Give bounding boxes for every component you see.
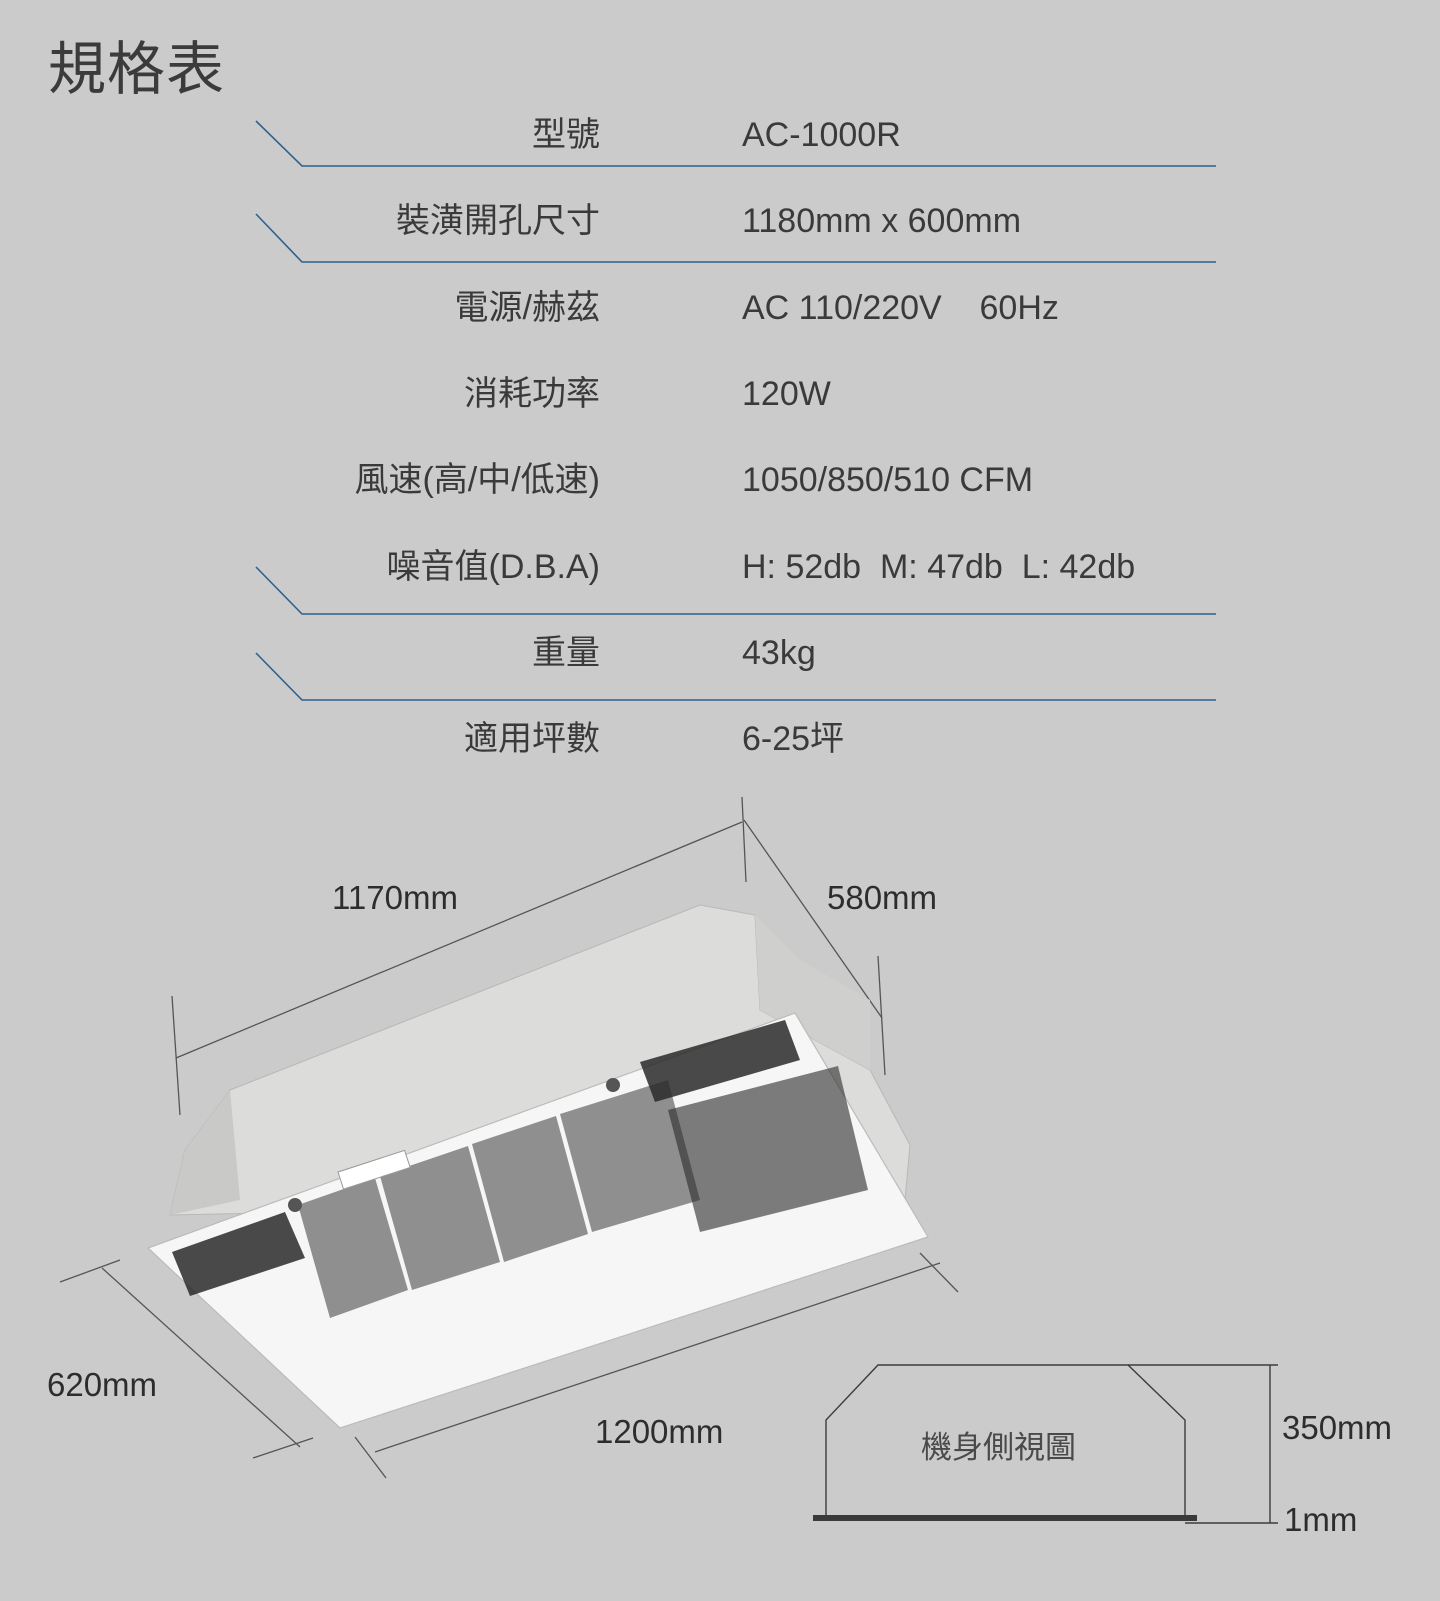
divider-line xyxy=(255,120,1216,167)
spec-row-coverage-area: 適用坪數 6-25坪 xyxy=(0,709,1440,769)
spec-row-cutout-size: 裝潢開孔尺寸 1180mm x 600mm xyxy=(0,191,1440,251)
divider-line xyxy=(255,566,1216,615)
dimension-label-panel-depth: 620mm xyxy=(47,1366,158,1403)
spec-value: 43kg xyxy=(742,634,816,672)
dimension-label-top-depth: 580mm xyxy=(827,879,938,916)
dimension-label-top-length: 1170mm xyxy=(332,879,458,916)
page-title: 規格表 xyxy=(48,37,226,102)
spec-value: 6-25坪 xyxy=(742,720,845,758)
spec-value: AC-1000R xyxy=(742,116,901,154)
dimension-label-height: 350mm xyxy=(1282,1409,1393,1446)
spec-row-model: 型號 AC-1000R xyxy=(0,105,1440,165)
spec-row-noise: 噪音值(D.B.A) H: 52db M: 47db L: 42db xyxy=(0,537,1440,597)
spec-label: 重量 xyxy=(532,634,600,672)
product-illustration xyxy=(59,796,959,1479)
spec-label: 消耗功率 xyxy=(464,375,600,413)
spec-row-power-consumption: 消耗功率 120W xyxy=(0,364,1440,424)
spec-label: 適用坪數 xyxy=(464,720,600,758)
side-view-label: 機身側視圖 xyxy=(921,1430,1076,1465)
spec-row-airflow: 風速(高/中/低速) 1050/850/510 CFM xyxy=(0,450,1440,510)
front-panel xyxy=(146,1012,929,1429)
dimension-lines xyxy=(59,796,959,1479)
spec-value: 1050/850/510 CFM xyxy=(742,461,1034,499)
dimension-label-panel-length: 1200mm xyxy=(595,1413,724,1450)
divider-line xyxy=(255,213,1216,263)
spec-label: 型號 xyxy=(532,116,600,154)
spec-row-weight: 重量 43kg xyxy=(0,623,1440,683)
spec-label: 裝潢開孔尺寸 xyxy=(396,202,600,240)
spec-divider-lines xyxy=(255,120,1216,701)
spec-value: 120W xyxy=(742,375,831,413)
spec-value: H: 52db M: 47db L: 42db xyxy=(742,548,1136,586)
spec-label: 電源/赫茲 xyxy=(454,289,600,327)
panel-thickness-bar xyxy=(813,1515,1197,1521)
side-view-outline xyxy=(825,1364,1186,1518)
spec-value: 1180mm x 600mm xyxy=(742,202,1022,240)
dimension-label-thickness: 1mm xyxy=(1284,1501,1358,1538)
spec-label: 噪音值(D.B.A) xyxy=(386,548,600,586)
spec-row-power-supply: 電源/赫茲 AC 110/220V 60Hz xyxy=(0,278,1440,338)
spec-value: AC 110/220V 60Hz xyxy=(742,289,1059,327)
spec-label: 風速(高/中/低速) xyxy=(354,461,600,499)
divider-line xyxy=(255,652,1216,701)
